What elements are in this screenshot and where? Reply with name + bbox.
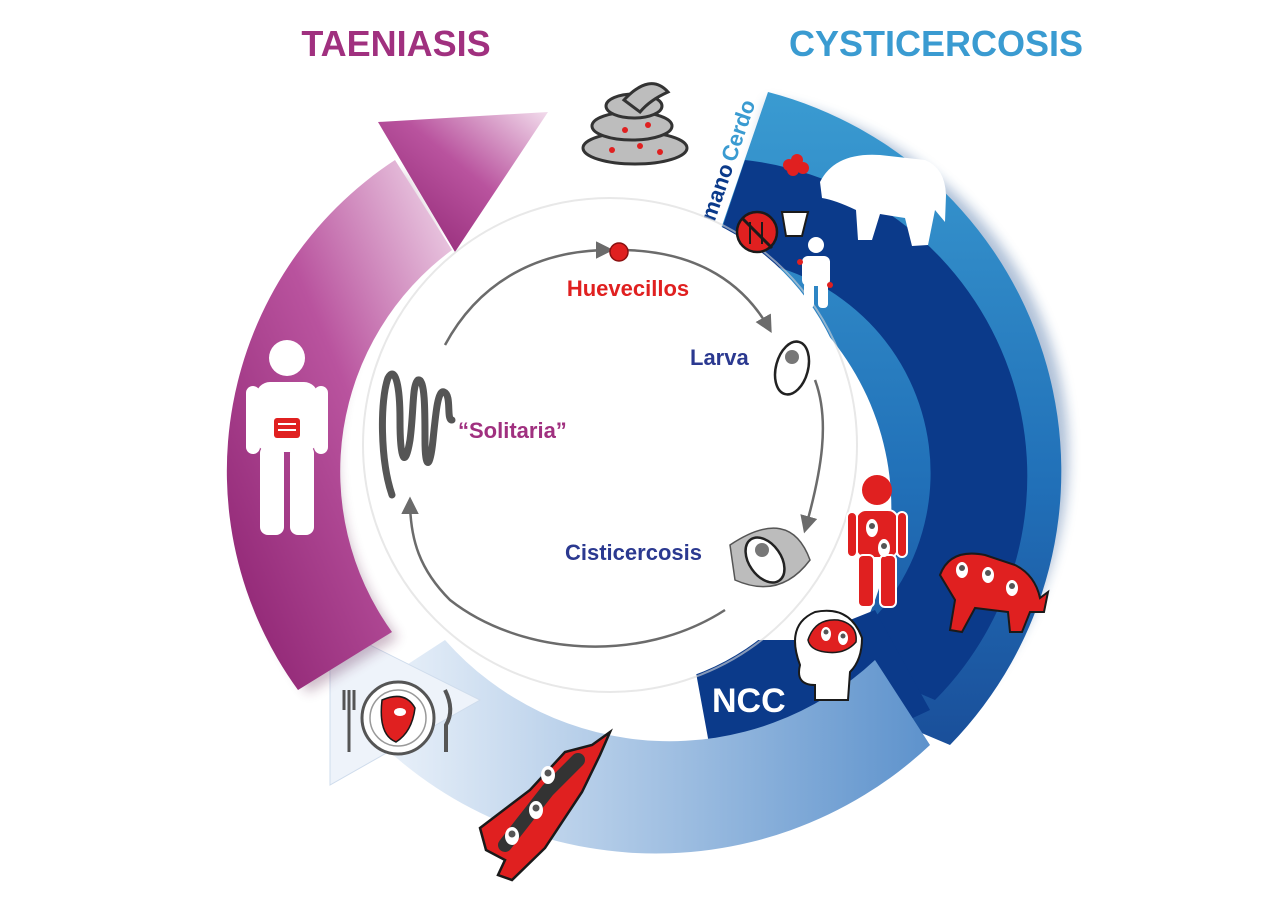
brain-cyst-icon <box>794 609 864 701</box>
meat-plate-icon <box>342 680 453 756</box>
larva-icon <box>773 340 811 396</box>
feces-icon <box>581 82 689 166</box>
egg-icon <box>609 242 629 262</box>
tapeworm-icon <box>378 370 456 499</box>
cyst-icon <box>729 527 811 588</box>
life-cycle-arrows <box>401 241 825 648</box>
cyst-label: Cisticercosis <box>565 540 702 565</box>
cysticercosis-title: CYSTICERCOSIS <box>789 23 1083 64</box>
taeniasis-title: TAENIASIS <box>301 23 490 64</box>
no-eating-icon <box>735 210 810 254</box>
ncc-label: NCC <box>712 682 786 720</box>
eggs-label: Huevecillos <box>567 276 689 301</box>
human-intestine-icon <box>246 340 328 535</box>
inner-circle <box>365 200 855 690</box>
infected-pig-icon <box>938 552 1050 634</box>
taeniasis-band <box>226 112 548 693</box>
larva-label: Larva <box>690 345 749 370</box>
infected-meat-icon <box>478 728 613 882</box>
small-infected-human-icon <box>797 237 833 308</box>
tapeworm-label: “Solitaria” <box>458 418 567 443</box>
pig-icon <box>783 154 946 246</box>
infected-human-icon <box>846 475 908 608</box>
